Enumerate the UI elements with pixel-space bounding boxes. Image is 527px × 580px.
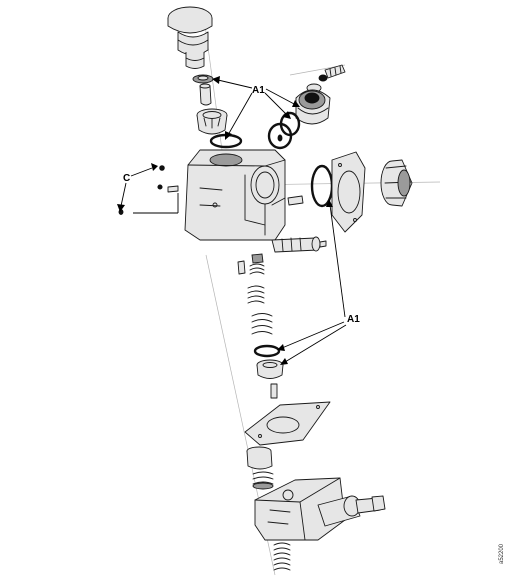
side-nut-fitting — [380, 159, 413, 207]
leaders-a1-bottom — [277, 199, 347, 365]
lower-cup — [246, 446, 273, 470]
leaders-a1-top — [212, 76, 300, 140]
small-bolt — [270, 383, 278, 399]
lower-gasket-plate — [244, 401, 331, 446]
side-screw-plug — [271, 236, 327, 253]
valve-plug-dot — [277, 134, 283, 142]
callout-a1-top: A1 — [252, 85, 265, 96]
side-gasket — [331, 151, 366, 233]
leaders-c — [117, 163, 179, 214]
lower-plug — [256, 359, 284, 379]
pin — [199, 83, 212, 106]
valve-cartridge — [295, 64, 346, 125]
small-pin — [287, 195, 304, 206]
base-block — [254, 477, 386, 541]
pump-body — [184, 149, 286, 241]
callout-a1-bottom: A1 — [347, 314, 360, 325]
cup-fitting — [196, 108, 228, 135]
o-ring-lower — [253, 344, 281, 358]
top-knob-cap — [167, 6, 213, 69]
star-washer — [192, 74, 214, 84]
callout-c: C — [123, 173, 131, 184]
spring-stack — [247, 253, 273, 335]
drawing-code: a52200 — [499, 543, 505, 564]
small-screw — [237, 260, 246, 275]
o-ring-valve-2 — [267, 122, 293, 150]
bottom-spring — [273, 542, 291, 571]
lower-spring-cap — [252, 471, 274, 490]
